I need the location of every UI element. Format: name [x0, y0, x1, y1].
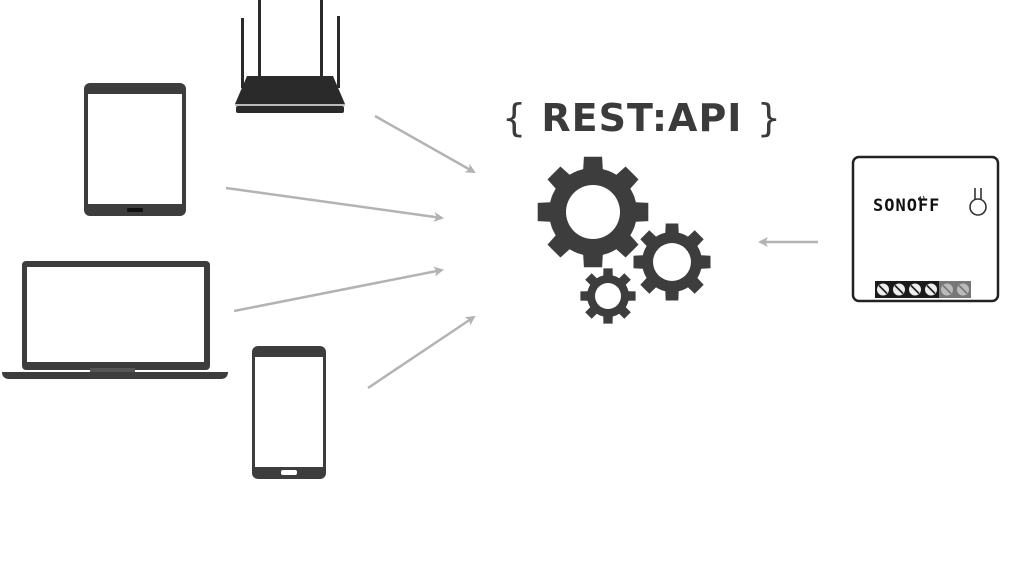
sonoff-switch-icon — [851, 155, 1000, 303]
laptop-icon — [2, 261, 228, 379]
tablet-icon — [84, 83, 186, 216]
close-brace: } — [756, 96, 782, 140]
arrows — [225, 114, 818, 390]
arrow-router-to-api — [374, 114, 476, 174]
sonoff-brand-label: SONOFF — [873, 196, 941, 216]
router-icon — [235, 0, 345, 113]
title-text: REST:API — [541, 96, 743, 140]
page-title: { REST:API } — [502, 96, 782, 140]
gears-icon — [537, 156, 711, 324]
touch-icon — [969, 188, 987, 216]
smartphone-icon — [252, 346, 326, 479]
open-brace: { — [502, 96, 528, 140]
medium-gear — [633, 223, 711, 301]
arrow-laptop-to-api — [233, 266, 444, 313]
small-gear — [580, 268, 636, 324]
large-gear — [537, 156, 649, 268]
terminal-block — [875, 281, 971, 298]
arrow-tablet-to-api — [225, 186, 444, 222]
arrow-phone-to-api — [367, 315, 476, 390]
